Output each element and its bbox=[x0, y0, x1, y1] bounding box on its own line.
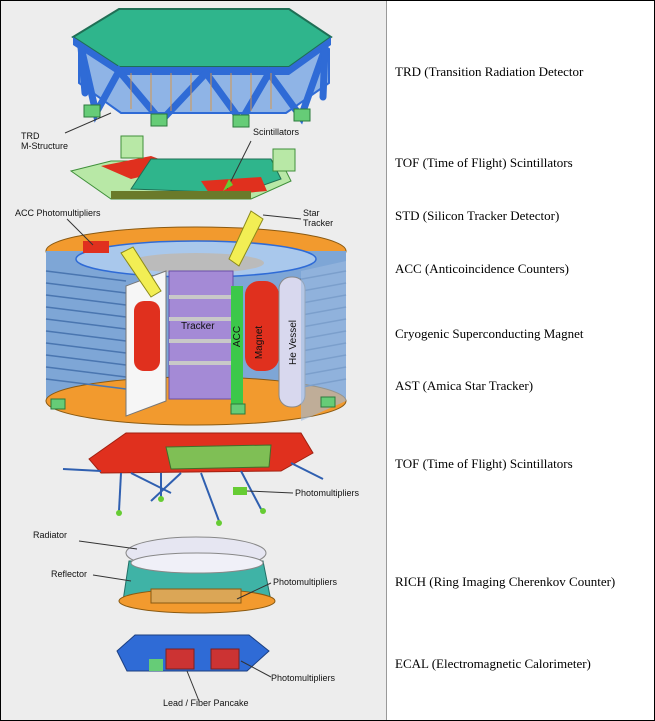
label-reflector: Reflector bbox=[51, 569, 87, 579]
trd-assembly bbox=[65, 9, 331, 133]
ecal-assembly bbox=[117, 635, 271, 701]
desc-std: STD (Silicon Tracker Detector) bbox=[395, 208, 559, 224]
label-acc: ACC bbox=[232, 326, 243, 347]
label-scintillators: Scintillators bbox=[253, 127, 299, 137]
label-trd-m-structure: TRD M-Structure bbox=[21, 131, 68, 151]
magnet-assembly bbox=[46, 211, 346, 425]
desc-acc: ACC (Anticoincidence Counters) bbox=[395, 261, 569, 277]
label-photomultipliers-tof: Photomultipliers bbox=[295, 488, 359, 498]
desc-ast: AST (Amica Star Tracker) bbox=[395, 378, 533, 394]
ams-exploded-view bbox=[1, 1, 386, 720]
label-photomultipliers-ecal: Photomultipliers bbox=[271, 673, 335, 683]
desc-rich: RICH (Ring Imaging Cherenkov Counter) bbox=[395, 574, 615, 590]
desc-trd: TRD (Transition Radiation Detector bbox=[395, 64, 583, 80]
label-radiator: Radiator bbox=[33, 530, 67, 540]
desc-magnet: Cryogenic Superconducting Magnet bbox=[395, 326, 583, 342]
upper-tof-assembly bbox=[71, 136, 295, 199]
desc-tof-upper: TOF (Time of Flight) Scintillators bbox=[395, 155, 573, 171]
label-lead-fiber: Lead / Fiber Pancake bbox=[163, 698, 249, 708]
label-acc-photomultipliers: ACC Photomultipliers bbox=[15, 208, 101, 218]
label-photomultipliers-rich: Photomultipliers bbox=[273, 577, 337, 587]
illustration-panel: TRD M-Structure Scintillators ACC Photom… bbox=[1, 1, 387, 720]
desc-ecal: ECAL (Electromagnetic Calorimeter) bbox=[395, 656, 591, 672]
label-magnet: Magnet bbox=[254, 326, 265, 359]
label-he-vessel: He Vessel bbox=[288, 320, 299, 365]
label-tracker: Tracker bbox=[181, 321, 215, 332]
rich-assembly bbox=[79, 537, 275, 613]
label-star-tracker: Star Tracker bbox=[303, 208, 333, 228]
desc-tof-lower: TOF (Time of Flight) Scintillators bbox=[395, 456, 573, 472]
lower-tof-assembly bbox=[63, 433, 323, 526]
